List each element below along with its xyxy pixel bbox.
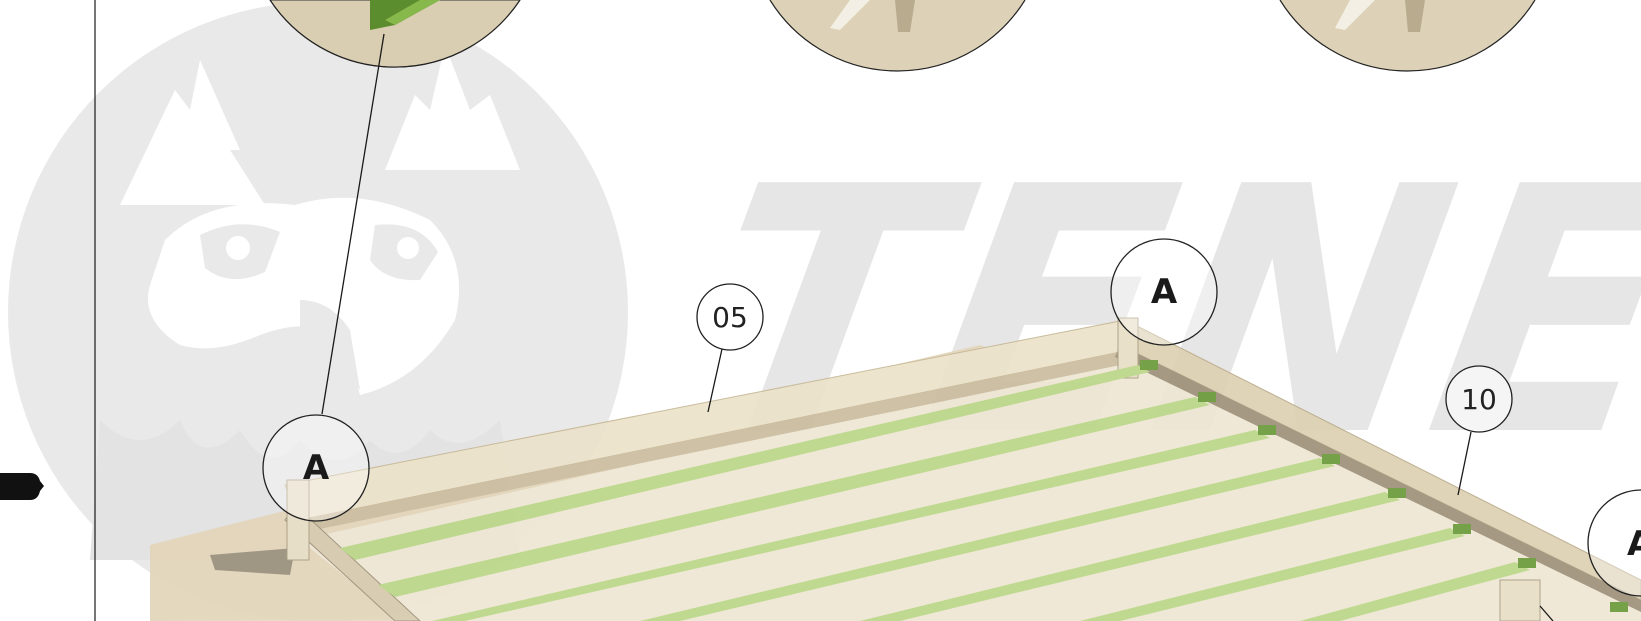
callout-05-label: 05 [712, 301, 748, 334]
direction-arrow-icon [0, 473, 44, 500]
detail-view-right [1279, 0, 1536, 72]
detail-view-center [769, 0, 1026, 72]
detail-marker-left-label: A [303, 448, 330, 488]
detail-marker-center-label: A [1151, 272, 1178, 312]
detail-marker-left: A [262, 414, 370, 522]
detail-marker-right-label: A [1627, 524, 1641, 564]
bed-frame-assembly [150, 317, 1641, 621]
callout-10-label: 10 [1461, 383, 1497, 416]
callout-10: 10 [1445, 365, 1513, 433]
detail-marker-right: A [1587, 489, 1641, 597]
detail-marker-center: A [1110, 238, 1218, 346]
detail-view-left [269, 0, 521, 68]
slats [340, 360, 1628, 621]
watermark-logo [8, 2, 628, 621]
callout-05: 05 [696, 283, 764, 351]
leader-lines [321, 33, 1554, 621]
